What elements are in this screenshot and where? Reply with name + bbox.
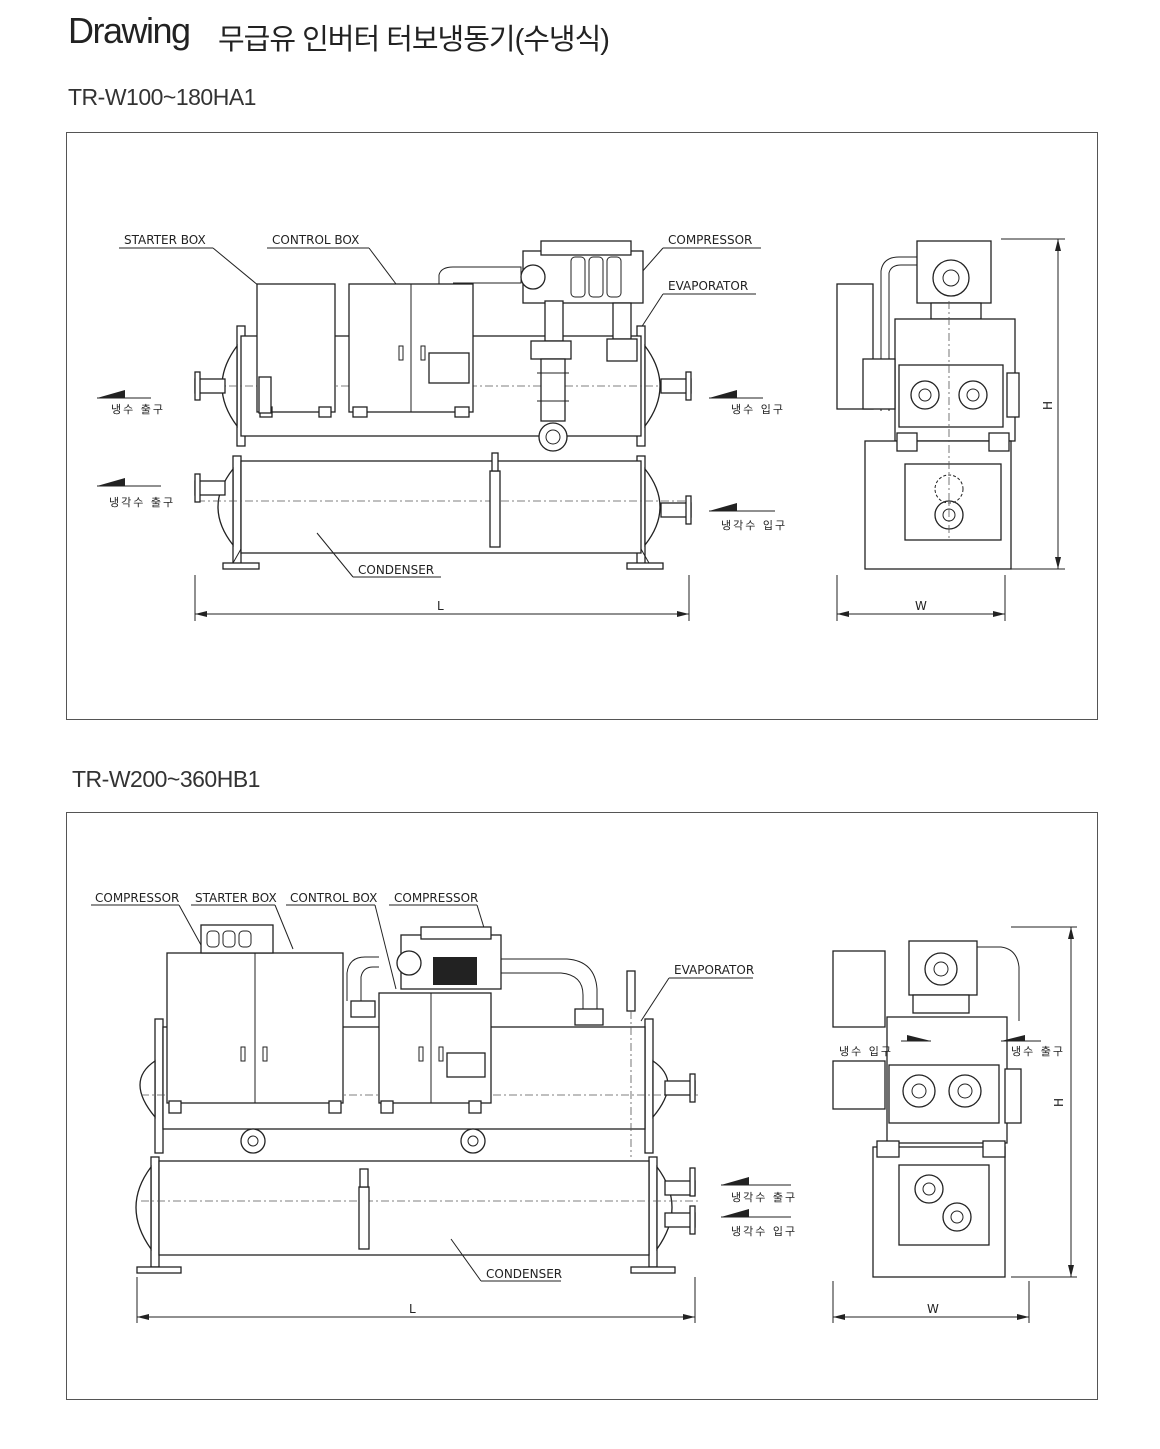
label-compressor-2: COMPRESSOR: [394, 891, 478, 905]
label-cooling-in: 냉각수 입구: [721, 519, 787, 532]
label-cooling-out: 냉각수 출구: [109, 496, 175, 509]
label-cooling-in-2: 냉각수 입구: [731, 1225, 797, 1238]
label-evaporator: EVAPORATOR: [668, 279, 748, 293]
dim-h-2: H: [1052, 1098, 1066, 1107]
label-starter-box-2: STARTER BOX: [195, 891, 277, 905]
label-evaporator-2: EVAPORATOR: [674, 963, 754, 977]
label-chilled-in-2: 냉수 입구: [839, 1045, 893, 1058]
model-title-2: TR-W200~360HB1: [72, 766, 260, 792]
label-chilled-in: 냉수 입구: [731, 403, 785, 416]
label-control-box-2: CONTROL BOX: [290, 891, 377, 905]
label-control-box: CONTROL BOX: [272, 233, 359, 247]
label-chilled-out-2: 냉수 출구: [1011, 1045, 1065, 1058]
label-condenser-2: CONDENSER: [486, 1267, 562, 1281]
dim-l-2: L: [409, 1302, 416, 1316]
label-compressor: COMPRESSOR: [668, 233, 752, 247]
page-subtitle: 무급유 인버터 터보냉동기(수냉식): [218, 24, 610, 56]
drawing-2-svg: COMPRESSOR STARTER BOX CONTROL BOX COMPR…: [91, 891, 1077, 1323]
dim-l: L: [437, 599, 444, 613]
label-starter-box: STARTER BOX: [124, 233, 206, 247]
label-condenser: CONDENSER: [358, 563, 434, 577]
label-chilled-out: 냉수 출구: [111, 403, 165, 416]
dim-h: H: [1041, 401, 1055, 410]
label-compressor-1: COMPRESSOR: [95, 891, 179, 905]
model-title-1: TR-W100~180HA1: [68, 84, 256, 110]
dim-w: W: [915, 599, 927, 613]
dim-w-2: W: [927, 1302, 939, 1316]
drawing-1-svg: STARTER BOX CONTROL BOX COMPRESSOR EVAPO…: [97, 233, 1065, 621]
drawing-panel-1: STARTER BOX CONTROL BOX COMPRESSOR EVAPO…: [66, 132, 1098, 720]
drawing-panel-2: COMPRESSOR STARTER BOX CONTROL BOX COMPR…: [66, 812, 1098, 1400]
label-cooling-out-2: 냉각수 출구: [731, 1191, 797, 1204]
page-title: Drawing: [68, 10, 191, 51]
